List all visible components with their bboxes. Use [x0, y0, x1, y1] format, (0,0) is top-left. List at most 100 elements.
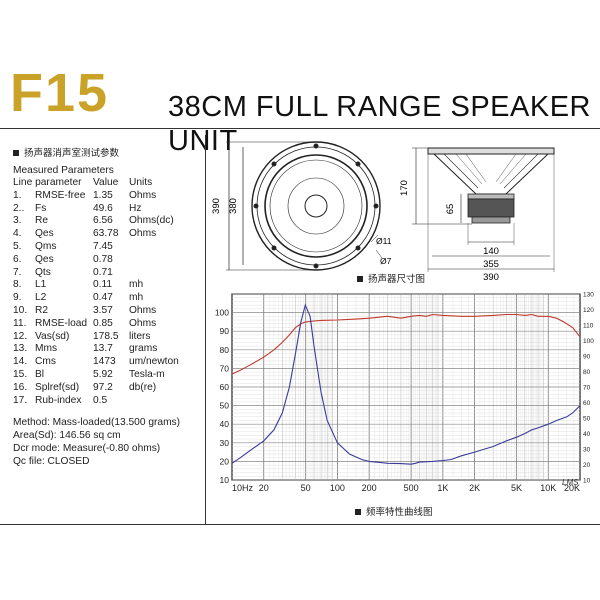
dim-bolt-label: Ø7	[380, 256, 392, 266]
x-tick-label: 10K	[540, 483, 556, 493]
param-unit	[129, 395, 179, 408]
param-name: Cms	[35, 356, 56, 368]
param-number: 1.	[13, 189, 22, 201]
mount-hole	[373, 203, 379, 209]
param-value: 0.85	[93, 317, 113, 329]
param-unit: mh	[129, 279, 144, 291]
y-right-tick-label: 80	[583, 369, 591, 376]
column-header-value: Value	[93, 177, 119, 188]
param-value: 3.57	[93, 304, 113, 316]
spl-curve	[231, 313, 581, 375]
param-value: 6.56	[93, 215, 113, 227]
param-unit: db(re)	[129, 381, 157, 393]
parameters-table: Line parameter Value Units 1. RMSE-free 1.…	[13, 177, 179, 407]
param-value: 7.45	[93, 240, 113, 252]
y-tick-label: 70	[220, 363, 230, 373]
page-title: 38CM FULL RANGE SPEAKER UNIT	[168, 91, 591, 157]
square-bullet-icon	[13, 150, 19, 157]
parameters-header-row: Line parameter Value Units	[13, 177, 179, 190]
x-tick-label: 5K	[511, 483, 522, 493]
mount-hole	[313, 263, 319, 269]
drawing-caption-text: 扬声器尺寸图	[368, 274, 426, 285]
param-value: 1473	[93, 356, 116, 368]
x-tick-label: 2K	[469, 483, 480, 493]
y-right-tick-label: 110	[583, 323, 594, 330]
parameters-section-heading: 扬声器消声室测试参数	[13, 145, 204, 159]
mount-hole	[313, 143, 319, 149]
parameters-subtitle: Measured Parameters	[13, 165, 114, 176]
param-value: 1.35	[93, 189, 113, 201]
param-number: 14.	[13, 356, 28, 368]
param-value: 13.7	[93, 343, 113, 355]
side-view	[412, 147, 555, 272]
param-value: 97.2	[93, 381, 113, 393]
dimension-drawing: 390 380 Ø11 Ø7 170 65 140 355 390	[211, 141, 555, 283]
side-cone-lines	[455, 153, 527, 185]
param-name: Bl	[35, 368, 45, 380]
param-number: 2..	[13, 202, 25, 214]
param-unit: mh	[129, 292, 144, 304]
impedance-curve	[231, 303, 581, 465]
x-tick-label: 100	[330, 483, 345, 493]
y-right-tick-label: 120	[583, 307, 594, 314]
param-name: R2	[35, 304, 49, 316]
y-right-tick-label: 50	[583, 416, 591, 423]
param-name: RMSE-load	[35, 317, 88, 329]
param-unit: Tesla-m	[129, 368, 165, 380]
param-unit: Ohms(dc)	[129, 215, 174, 227]
x-tick-label: 10Hz	[232, 483, 254, 493]
param-unit: Ohms	[129, 317, 157, 329]
param-name: RMSE-free	[35, 189, 86, 201]
chart-caption-text: 频率特性曲线图	[366, 507, 433, 518]
chart-watermark: LMS	[562, 478, 579, 487]
x-tick-label: 1K	[437, 483, 448, 493]
front-dust-cap	[304, 194, 328, 218]
drawing-caption: 扬声器尺寸图	[357, 271, 425, 285]
bottom-divider	[0, 524, 600, 525]
param-value: 49.6	[93, 202, 113, 214]
method-line: Method: Mass-loaded(13.500 grams)	[13, 417, 181, 429]
y-tick-label: 20	[220, 456, 230, 466]
y-right-tick-label: 10	[583, 478, 591, 485]
param-unit: grams	[129, 343, 158, 355]
param-name: L1	[35, 279, 47, 291]
y-right-tick-label: 130	[583, 292, 594, 299]
side-frame-top	[427, 147, 555, 155]
y-tick-label: 30	[220, 438, 230, 448]
param-value: 5.92	[93, 368, 113, 380]
y-right-tick-label: 100	[583, 338, 594, 345]
x-tick-label: 50	[301, 483, 311, 493]
dim-overall-label: 390	[483, 272, 499, 283]
front-cone-edge	[264, 154, 368, 258]
param-name: L2	[35, 292, 47, 304]
param-unit	[129, 267, 179, 280]
mount-hole	[253, 203, 259, 209]
y-tick-label: 80	[220, 345, 230, 355]
y-tick-label: 90	[220, 326, 230, 336]
front-view	[226, 141, 383, 271]
mount-hole	[355, 161, 361, 167]
param-value: 0.5	[93, 394, 108, 406]
param-value: 0.71	[93, 266, 113, 278]
y-right-tick-label: 40	[583, 431, 591, 438]
side-magnet	[467, 198, 515, 218]
mount-hole	[271, 245, 277, 251]
y-right-tick-label: 20	[583, 462, 591, 469]
x-tick-label: 500	[404, 483, 419, 493]
column-header-unit: Units	[129, 177, 153, 188]
frequency-response-chart: 1020304050607080901001020304050607080901…	[215, 292, 594, 494]
y-right-tick-label: 30	[583, 447, 591, 454]
param-number: 8.	[13, 279, 22, 291]
hole-leader	[370, 234, 379, 243]
measurement-meta: Method: Mass-loaded(13.500 grams) Area(S…	[13, 417, 204, 468]
